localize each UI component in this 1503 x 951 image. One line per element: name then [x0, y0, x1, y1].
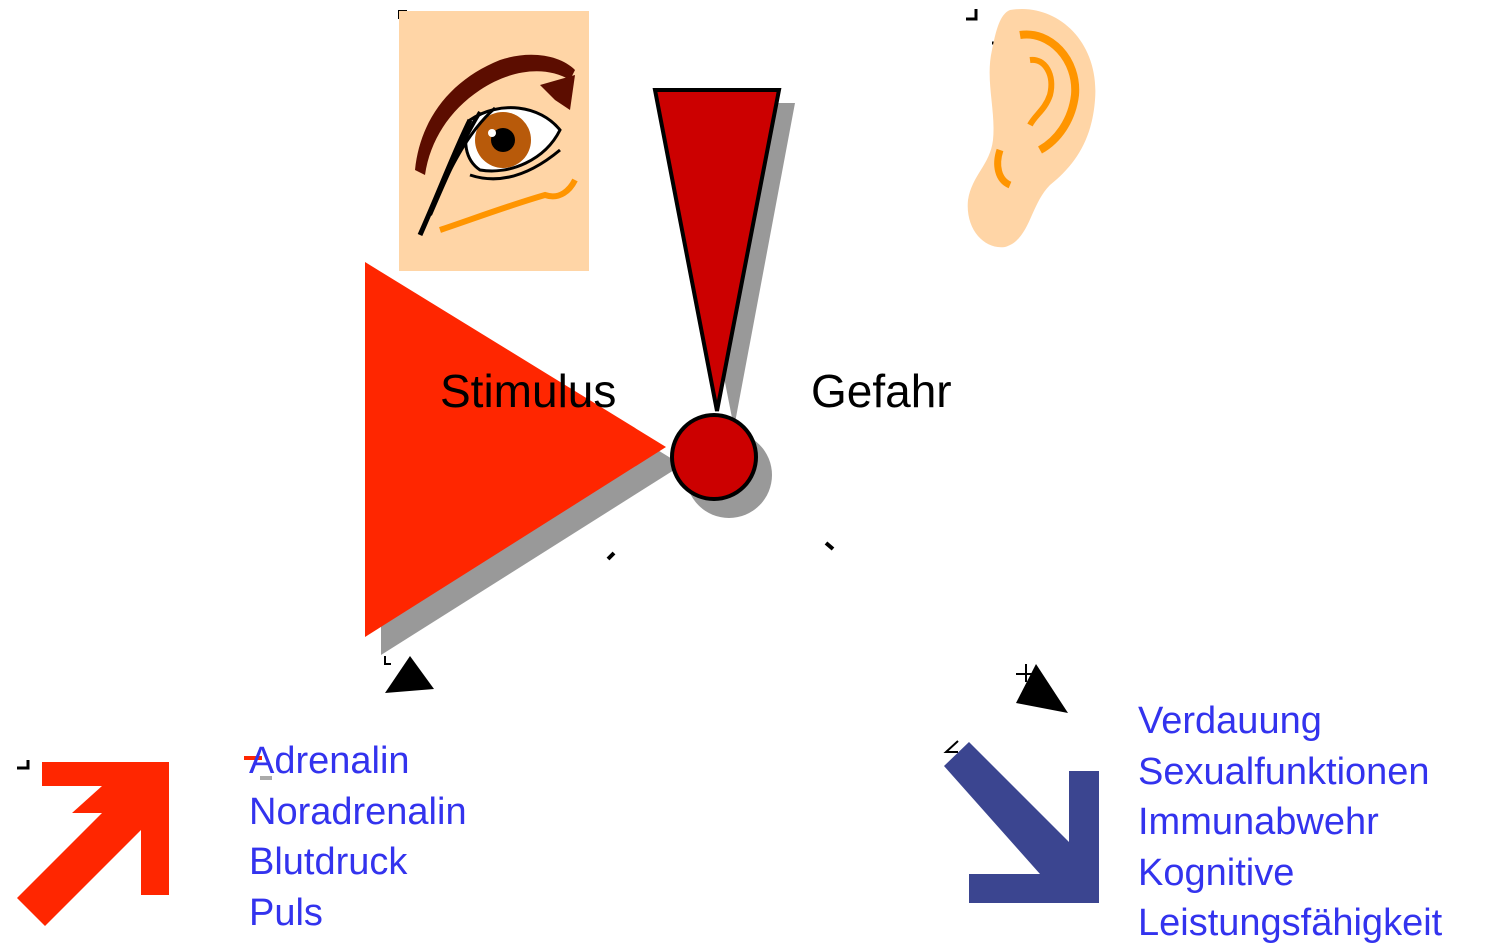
pointer-triangle — [385, 656, 434, 693]
corner-mark — [946, 741, 958, 752]
list-item: Sexualfunktionen — [1138, 747, 1442, 798]
danger-label: Gefahr — [811, 368, 952, 414]
ear-icon — [968, 9, 1096, 247]
stimulus-label: Stimulus — [440, 368, 616, 414]
arrow-down-right-icon — [944, 742, 1099, 903]
corner-mark — [966, 9, 976, 19]
corner-mark — [17, 760, 28, 768]
corner-mark — [385, 656, 391, 664]
exclamation-mark-icon — [655, 90, 795, 518]
list-item: Kognitive — [1138, 848, 1442, 899]
pointer-triangle — [1016, 664, 1068, 713]
list-item: Leistungsfähigkeit — [1138, 898, 1442, 949]
list-item: Adrenalin — [249, 736, 467, 787]
list-item: Noradrenalin — [249, 787, 467, 838]
arrow-up-right-icon — [17, 762, 169, 926]
decreased-list: Verdauung Sexualfunktionen Immunabwehr K… — [1138, 696, 1442, 949]
stimulus-triangle — [365, 262, 682, 655]
eye-icon — [399, 11, 589, 271]
list-item: Puls — [249, 888, 467, 939]
tick-mark — [608, 553, 614, 559]
list-item: Immunabwehr — [1138, 797, 1442, 848]
list-item: Blutdruck — [249, 837, 467, 888]
list-item: Verdauung — [1138, 696, 1442, 747]
tick-mark — [826, 543, 833, 549]
increased-list: Adrenalin Noradrenalin Blutdruck Puls — [249, 736, 467, 938]
